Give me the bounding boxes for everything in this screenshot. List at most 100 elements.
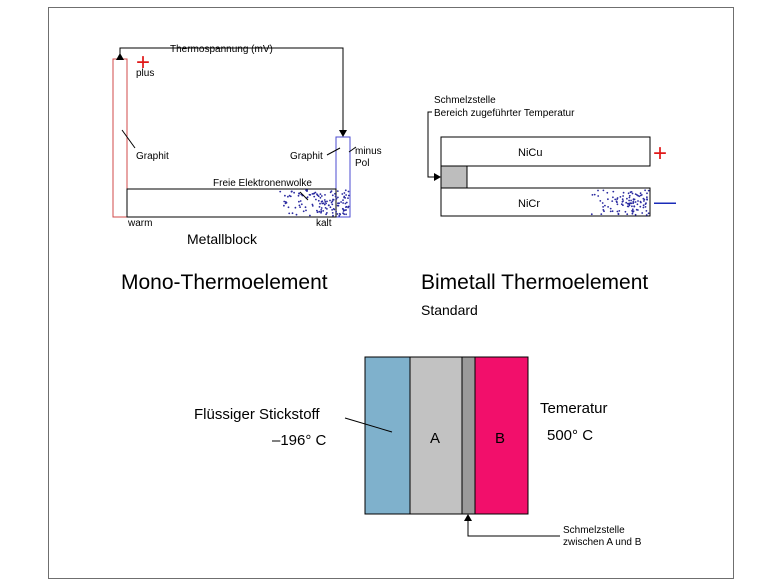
electron-dot xyxy=(284,202,287,205)
electron-dot xyxy=(326,208,328,210)
electron-dot xyxy=(609,207,612,210)
electron-dot xyxy=(633,205,636,208)
electron-dot xyxy=(630,202,633,205)
electron-dot xyxy=(632,200,635,203)
electron-dot xyxy=(616,210,619,213)
electron-dot xyxy=(599,200,602,202)
electron-dot xyxy=(298,192,300,195)
electron-dot xyxy=(647,189,650,192)
electron-dot xyxy=(329,199,331,202)
electron-dot xyxy=(631,192,634,195)
electron-dot xyxy=(616,197,619,199)
mono-minus-pointer xyxy=(348,146,357,153)
electron-dot xyxy=(311,205,314,207)
electron-dot xyxy=(300,203,303,206)
junction-strip xyxy=(461,356,476,515)
electron-dot xyxy=(639,200,642,203)
electron-dot xyxy=(287,195,289,198)
electron-dot xyxy=(332,198,335,201)
electron-dot xyxy=(309,214,311,217)
electron-dot xyxy=(632,210,635,213)
electron-dot xyxy=(311,203,314,206)
electron-dot xyxy=(647,212,650,215)
temperature-label: Temeratur xyxy=(540,400,608,417)
electron-dot xyxy=(319,193,322,196)
electron-dot xyxy=(646,198,648,201)
electron-dot xyxy=(637,200,639,202)
electron-dot xyxy=(612,190,615,193)
electron-dot xyxy=(615,200,618,203)
electron-dot xyxy=(628,199,630,202)
standard-junction-diagram: A B Flüssiger Stickstoff –196° C Temerat… xyxy=(194,356,642,548)
electron-dot xyxy=(637,209,639,211)
electron-dot xyxy=(607,206,609,208)
electron-dot xyxy=(345,201,348,204)
electron-dot xyxy=(626,213,629,216)
electron-dot xyxy=(645,202,647,205)
electron-dot xyxy=(291,212,294,215)
electron-dot xyxy=(632,198,635,201)
electron-dot xyxy=(604,204,606,207)
mono-title: Mono-Thermoelement xyxy=(121,271,328,294)
bimetal-junction-block xyxy=(440,165,468,189)
electron-dot xyxy=(344,197,347,199)
electron-dot xyxy=(319,196,322,199)
electron-dot xyxy=(331,200,334,203)
nitrogen-temp: –196° C xyxy=(272,432,327,449)
bimetal-junction-label: Schmelzstelle xyxy=(434,95,496,106)
electron-dot xyxy=(345,213,347,216)
nitrogen-pointer xyxy=(344,417,393,433)
electron-dot xyxy=(626,197,628,200)
electron-dot xyxy=(304,206,307,209)
electron-dot xyxy=(309,194,312,196)
electron-dot xyxy=(631,208,634,211)
mono-graphit-right-label: Graphit xyxy=(290,151,323,162)
mono-voltage-wire xyxy=(119,47,344,130)
electron-dot xyxy=(329,206,332,209)
electron-dot xyxy=(324,194,326,196)
electron-dot xyxy=(334,195,337,198)
electron-dot xyxy=(618,210,621,212)
electron-dot xyxy=(330,201,333,204)
electron-dot xyxy=(336,190,339,193)
mono-minus-label: minus xyxy=(355,146,382,157)
electron-dot xyxy=(317,199,320,202)
electron-dot xyxy=(631,205,633,208)
electron-dot xyxy=(342,199,344,202)
electron-dot xyxy=(305,209,307,212)
electron-dot xyxy=(325,213,327,216)
electron-dot xyxy=(611,210,614,213)
electron-dot xyxy=(331,209,333,211)
electron-dot xyxy=(342,212,344,215)
electron-dot xyxy=(642,206,645,209)
electron-dot xyxy=(287,206,290,209)
electron-dot xyxy=(302,210,305,213)
electron-dot xyxy=(316,211,319,214)
electron-dot xyxy=(322,210,325,212)
electron-dot xyxy=(607,198,609,201)
bimetal-minus-sign: — xyxy=(654,189,676,214)
electron-dot xyxy=(343,209,345,212)
electron-dot xyxy=(343,192,346,194)
electron-dot xyxy=(311,193,314,195)
electron-dot xyxy=(332,214,334,217)
electron-dot xyxy=(288,212,291,215)
electron-dot xyxy=(314,191,317,194)
electron-dot xyxy=(593,193,596,196)
electron-dot xyxy=(612,196,614,199)
electron-dot xyxy=(327,204,330,207)
electron-dot xyxy=(325,202,327,205)
electron-dot xyxy=(323,199,326,201)
mono-graphit-left-label: Graphit xyxy=(136,151,169,162)
electron-dot xyxy=(628,194,631,197)
mono-plus-label: plus xyxy=(136,68,154,79)
electron-dot xyxy=(334,192,336,195)
bimetal-junction-pointer xyxy=(427,111,436,178)
electron-dot xyxy=(643,198,646,201)
electron-dot xyxy=(331,212,334,214)
electron-dot xyxy=(320,209,323,211)
electron-dot xyxy=(617,212,620,215)
mono-plus-sign: + xyxy=(136,49,150,76)
nitrogen-label: Flüssiger Stickstoff xyxy=(194,406,320,423)
electron-dot xyxy=(313,195,316,198)
